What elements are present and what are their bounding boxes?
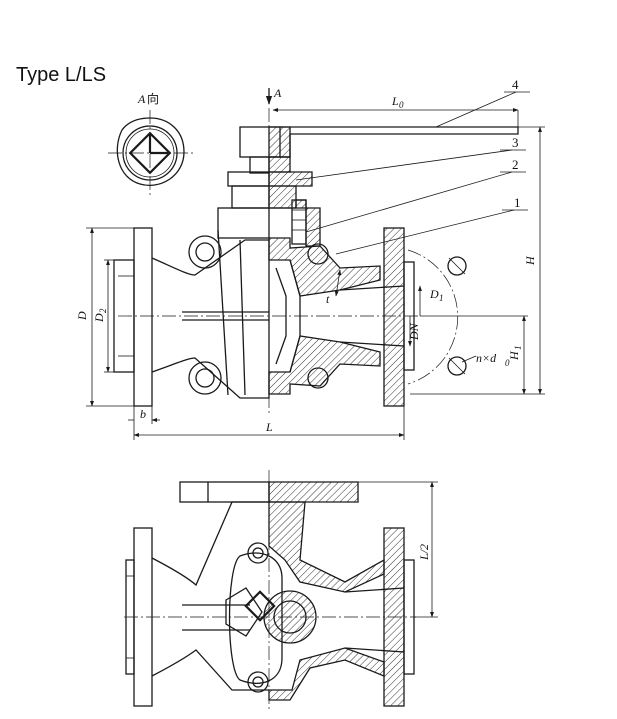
dim-n-d0-sub: 0: [505, 358, 510, 368]
view-a-suffix: 向: [147, 91, 159, 106]
dim-h: H: [523, 255, 537, 266]
dim-d1-sub: 1: [439, 293, 444, 303]
view-a-letter: A: [137, 92, 146, 106]
callout-1: 1: [514, 195, 521, 210]
dim-d2-sub: 2: [98, 308, 108, 313]
dim-l: L: [265, 420, 273, 434]
dim-d: D: [75, 311, 89, 321]
dim-h1: H: [507, 350, 521, 361]
dim-l0: L: [391, 94, 399, 108]
callout-3: 3: [512, 135, 519, 150]
view-a-detail: A 向: [108, 91, 194, 196]
callout-4: 4: [512, 77, 519, 92]
dim-d2: D: [92, 313, 106, 323]
main-dimensions: L 0 H H 1 D D 2 D 1 DN t n×d 0: [75, 94, 545, 440]
callout-2: 2: [512, 157, 519, 172]
dim-n-d0: n×d: [476, 351, 497, 365]
dim-l0-sub: 0: [399, 100, 404, 110]
dim-b: b: [140, 407, 146, 421]
dim-d1: D: [429, 287, 439, 301]
dim-dn: DN: [407, 322, 421, 341]
figure-title: Type L/LS: [16, 64, 107, 86]
main-section-view: A: [113, 77, 530, 414]
bottom-view: L/2: [124, 470, 438, 712]
section-mark: A: [273, 86, 282, 100]
dim-t: t: [326, 292, 330, 306]
dim-h1-sub: 1: [513, 346, 523, 351]
dim-l-half: L/2: [417, 544, 431, 561]
